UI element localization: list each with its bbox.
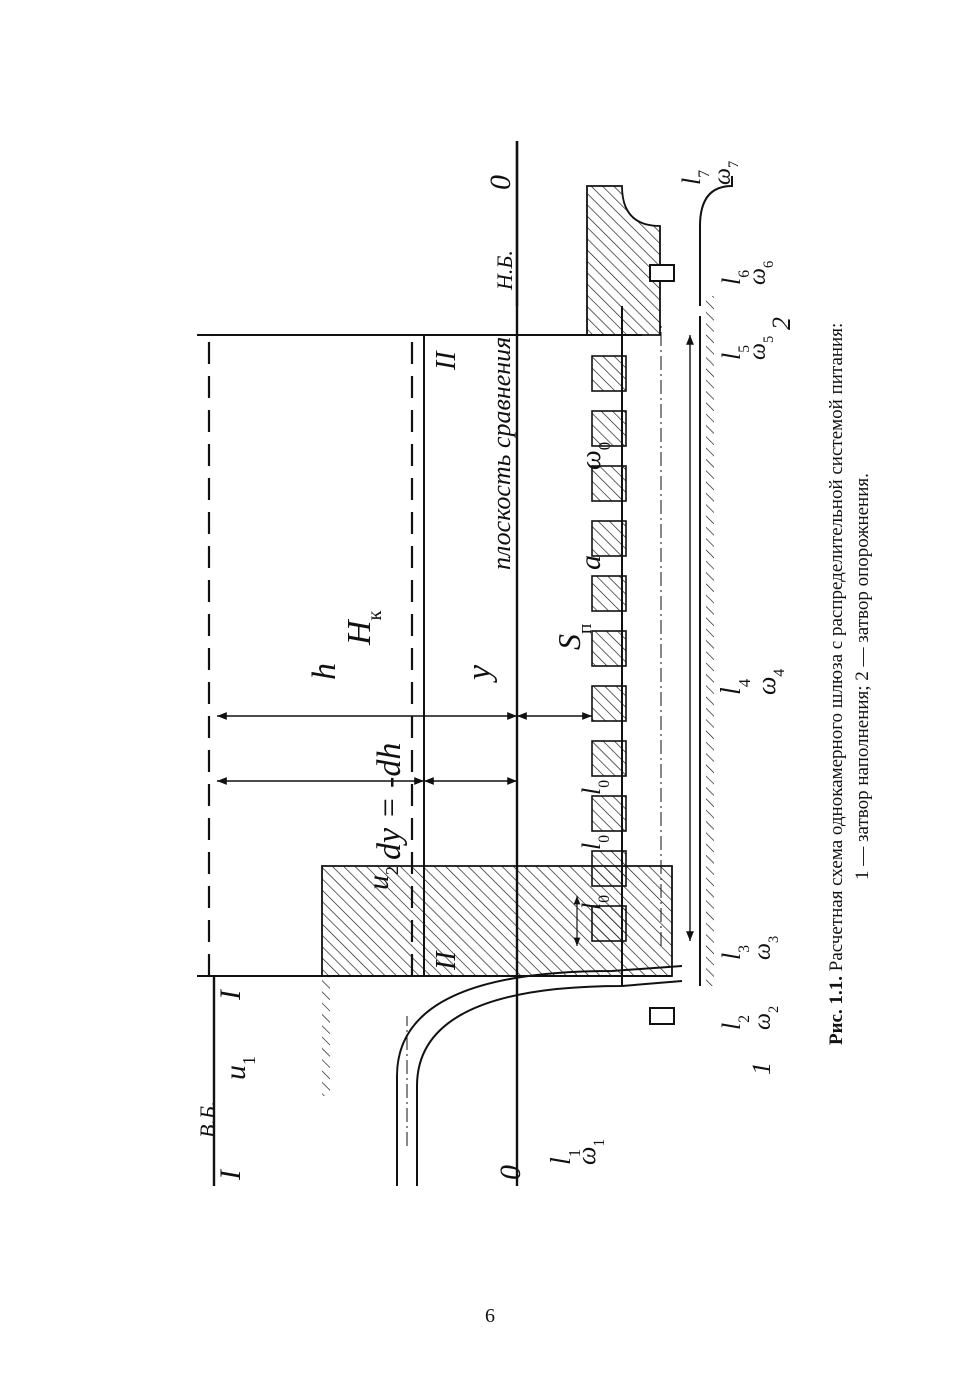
emptying-gate	[649, 264, 675, 282]
label-vb: В.Б.	[195, 1101, 220, 1138]
culvert-upper-edge	[416, 980, 683, 1186]
label-l4: l4	[716, 678, 754, 695]
label-l0-c: l0	[577, 780, 613, 795]
label-l2-subscript: 2	[736, 1015, 753, 1023]
label-I-left: I	[214, 1168, 247, 1181]
caption-text1: Расчетная схема однокамерного шлюза с ра…	[826, 323, 847, 976]
outlet-curve	[699, 176, 733, 306]
label-dy: dy = -dh	[371, 743, 408, 860]
label-l7-subscript: 7	[696, 170, 713, 178]
label-omega7-subscript: 7	[726, 161, 742, 168]
label-y: y	[461, 664, 498, 683]
label-plane: плоскость сравнения	[487, 337, 516, 570]
label-gate2: 2	[767, 317, 796, 330]
label-l6-subscript: 6	[736, 270, 753, 278]
label-l0-b-subscript: 0	[596, 835, 613, 843]
filling-gate	[649, 1007, 675, 1025]
downstream-head-hatch	[586, 185, 661, 336]
label-u1: u1	[219, 1056, 259, 1080]
label-a: a	[574, 555, 607, 570]
gallery-ports	[591, 355, 627, 942]
caption-bold: Рис. 1.1.	[826, 976, 847, 1045]
label-omega7: ω7	[710, 161, 742, 185]
label-omega2-subscript: 2	[766, 1006, 782, 1013]
label-omega4-subscript: 4	[771, 669, 788, 677]
label-nb: Н.Б.	[492, 250, 517, 291]
label-l0-a-subscript: 0	[596, 895, 613, 903]
label-omega3: ω3	[750, 936, 782, 960]
label-omega1: ω1	[572, 1139, 608, 1165]
label-II-left: II	[431, 950, 462, 971]
page-number: 6	[485, 1305, 495, 1327]
label-Sn: Sп	[551, 624, 596, 650]
label-omega0-subscript: 0	[595, 442, 614, 450]
label-omega5-subscript: 5	[761, 336, 777, 343]
label-omega4: ω4	[752, 669, 788, 695]
label-u2-subscript: 2	[382, 866, 402, 875]
gallery-floor-hatch	[706, 296, 714, 986]
label-Hk: Hк	[341, 610, 386, 646]
upstream-hatch-top	[322, 976, 330, 1096]
label-II-right: II	[431, 350, 462, 371]
caption-line2: 1 — затвор наполнения; 2 — затвор опорож…	[852, 473, 873, 880]
label-l0-c-subscript: 0	[596, 780, 613, 788]
label-zero-left: 0	[494, 1165, 527, 1180]
label-omega5: ω5	[745, 336, 777, 360]
label-omega1-subscript: 1	[591, 1139, 608, 1147]
label-omega6: ω6	[745, 261, 777, 285]
label-l4-subscript: 4	[735, 678, 754, 687]
diagram-body	[197, 141, 733, 1186]
label-omega2: ω2	[750, 1006, 782, 1030]
label-gate1: 1	[747, 1062, 776, 1075]
caption-line1: Рис. 1.1. Расчетная схема однокамерного …	[826, 323, 847, 1045]
label-omega6-subscript: 6	[761, 261, 777, 268]
label-l3: l3	[717, 945, 753, 960]
label-l3-subscript: 3	[736, 945, 753, 953]
label-Hk-subscript: к	[364, 610, 386, 620]
label-omega3-subscript: 3	[766, 936, 782, 943]
label-l5-subscript: 5	[736, 345, 753, 353]
label-l0-b: l0	[577, 835, 613, 850]
label-h: h	[306, 663, 343, 680]
label-Sn-subscript: п	[575, 624, 596, 634]
label-u1-subscript: 1	[239, 1056, 259, 1065]
upstream-head-hatch	[321, 865, 673, 977]
label-l7: l7	[677, 170, 713, 185]
label-l2: l2	[717, 1015, 753, 1030]
label-zero-right: 0	[484, 175, 517, 190]
culvert-lower-edge	[396, 965, 683, 1186]
label-I-right: I	[214, 988, 247, 1001]
label-l1-subscript: 1	[565, 1149, 584, 1157]
